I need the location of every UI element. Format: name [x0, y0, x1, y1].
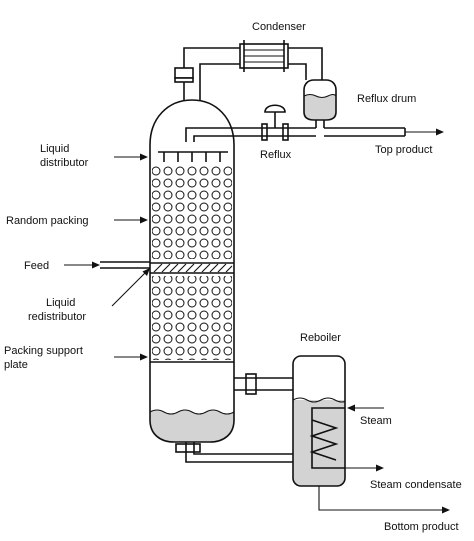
- liquid-distributor-label: Liquid distributor: [40, 143, 89, 169]
- overhead-vapour-line: [174, 47, 240, 100]
- column-bottom-outlet: [185, 442, 293, 463]
- reflux-line: [185, 127, 316, 142]
- reflux-control-valve: [261, 104, 289, 141]
- vapour-return-flange: [245, 373, 257, 395]
- column-shell: [149, 99, 235, 443]
- liquid-redistributor: [150, 262, 234, 274]
- top-product-label: Top product: [375, 144, 432, 156]
- condenser-outlet-line: [288, 47, 323, 80]
- liquid-distributor: [158, 151, 228, 162]
- column-bottom-liquid: [150, 410, 234, 442]
- random-packing-lower: [152, 276, 232, 360]
- liquid-redistributor-pointer: [111, 271, 147, 307]
- reflux-drum: [303, 79, 337, 121]
- steam-label: Steam: [360, 415, 392, 427]
- overhead-flange: [174, 67, 194, 79]
- column-liquid-surface: [149, 409, 235, 415]
- reboiler-coil: [309, 419, 339, 461]
- packing-support-label: Packing support plate: [4, 345, 86, 371]
- random-packing-upper: [152, 165, 232, 259]
- reboiler: [292, 355, 346, 487]
- reflux-drum-label: Reflux drum: [357, 93, 416, 105]
- feed-pipe: [100, 261, 150, 269]
- distillation-column: [149, 99, 235, 443]
- condenser-label: Condenser: [252, 21, 306, 33]
- reflux-label: Reflux: [260, 149, 292, 161]
- condenser: [239, 40, 289, 72]
- bottom-outlet-flange: [175, 443, 201, 453]
- feed-label: Feed: [24, 260, 49, 272]
- liquid-redistributor-label: Liquid redistributor: [28, 297, 86, 323]
- bottom-product-label: Bottom product: [384, 521, 459, 533]
- steam-condensate-label: Steam condensate: [370, 479, 462, 491]
- reboiler-label: Reboiler: [300, 332, 341, 344]
- drum-outlet-line: [315, 120, 325, 128]
- overhead-flange-lower: [174, 77, 194, 83]
- reboiler-tube-bundle: [311, 407, 345, 469]
- top-product-line: [324, 127, 406, 137]
- random-packing-label: Random packing: [6, 215, 89, 227]
- reboiler-vapour-return: [234, 377, 293, 391]
- bottom-product-line: [318, 486, 446, 511]
